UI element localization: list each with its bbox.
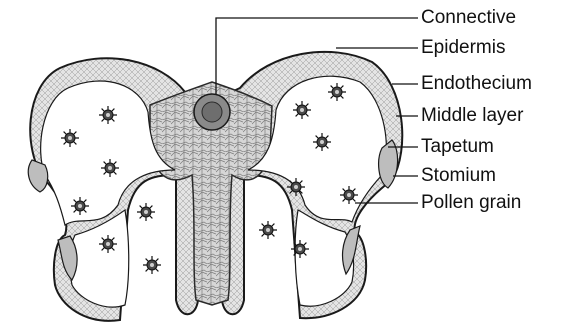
pollen-grain (291, 240, 309, 258)
label-endothecium: Endothecium (421, 74, 532, 94)
label-connective: Connective (421, 8, 516, 28)
pollen-grain (293, 101, 311, 119)
pollen-grain (99, 235, 117, 253)
pollen-grain (61, 129, 79, 147)
pollen-grain (101, 159, 119, 177)
label-middle-layer: Middle layer (421, 106, 523, 126)
pollen-grain (137, 203, 155, 221)
pollen-grain (259, 221, 277, 239)
label-epidermis: Epidermis (421, 38, 505, 58)
pollen-grain (287, 178, 305, 196)
pollen-grain (313, 133, 331, 151)
pollen-grain (71, 197, 89, 215)
label-pollen-grain: Pollen grain (421, 193, 521, 213)
pollen-grain (99, 106, 117, 124)
label-stomium: Stomium (421, 166, 496, 186)
stomium-left (28, 160, 47, 192)
pollen-grain (328, 83, 346, 101)
label-tapetum: Tapetum (421, 137, 494, 157)
pollen-grain (143, 256, 161, 274)
pollen-grain (340, 186, 358, 204)
